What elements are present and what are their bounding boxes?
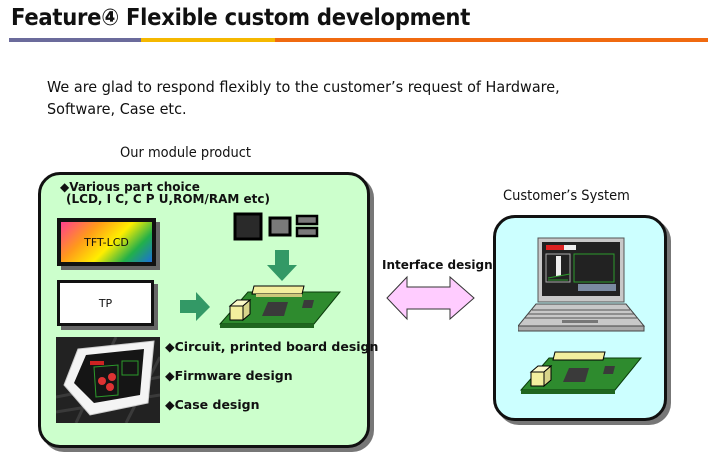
down-arrow-icon xyxy=(267,250,297,281)
bullet-circuit-design: ◆Circuit, printed board design xyxy=(165,339,379,354)
intro-text: We are glad to respond flexibly to the c… xyxy=(47,76,560,120)
chip-icons xyxy=(233,212,319,241)
tp-label: TP xyxy=(98,296,113,310)
chip-large-icon xyxy=(233,212,263,241)
tp-block: TP xyxy=(57,280,154,326)
part-choice-detail: (LCD, I C, C P U,ROM/RAM etc) xyxy=(66,192,270,206)
tft-lcd-block: TFT-LCD xyxy=(57,218,156,266)
circuit-board-icon xyxy=(218,285,342,328)
chip-small-bottom-icon xyxy=(295,226,319,238)
tablet-photo xyxy=(56,337,160,423)
customer-caption: Customer’s System xyxy=(503,188,630,204)
tft-lcd-label: TFT-LCD xyxy=(84,235,129,249)
bullet-firmware-design: ◆Firmware design xyxy=(165,368,293,383)
laptop-icon xyxy=(518,237,646,332)
intro-line-2: Software, Case etc. xyxy=(47,100,187,118)
title-rule-segment-3 xyxy=(275,38,708,42)
page-title: Feature④ Flexible custom development xyxy=(11,5,471,31)
title-rule-segment-1 xyxy=(9,38,141,42)
interface-label: Interface design xyxy=(382,258,493,272)
customer-circuit-board-icon xyxy=(519,351,643,394)
right-arrow-icon xyxy=(180,292,210,321)
chip-small-top-icon xyxy=(295,214,319,226)
intro-line-1: We are glad to respond flexibly to the c… xyxy=(47,78,560,96)
bullet-case-design: ◆Case design xyxy=(165,397,260,412)
title-rule-segment-2 xyxy=(141,38,275,42)
part-choice-label: ◆Various part choice (LCD, I C, C P U,RO… xyxy=(60,181,270,205)
module-caption: Our module product xyxy=(120,145,252,161)
bidirectional-arrow-icon xyxy=(386,275,475,321)
chip-medium-icon xyxy=(268,216,292,237)
part-choice-title: ◆Various part choice xyxy=(60,180,200,194)
